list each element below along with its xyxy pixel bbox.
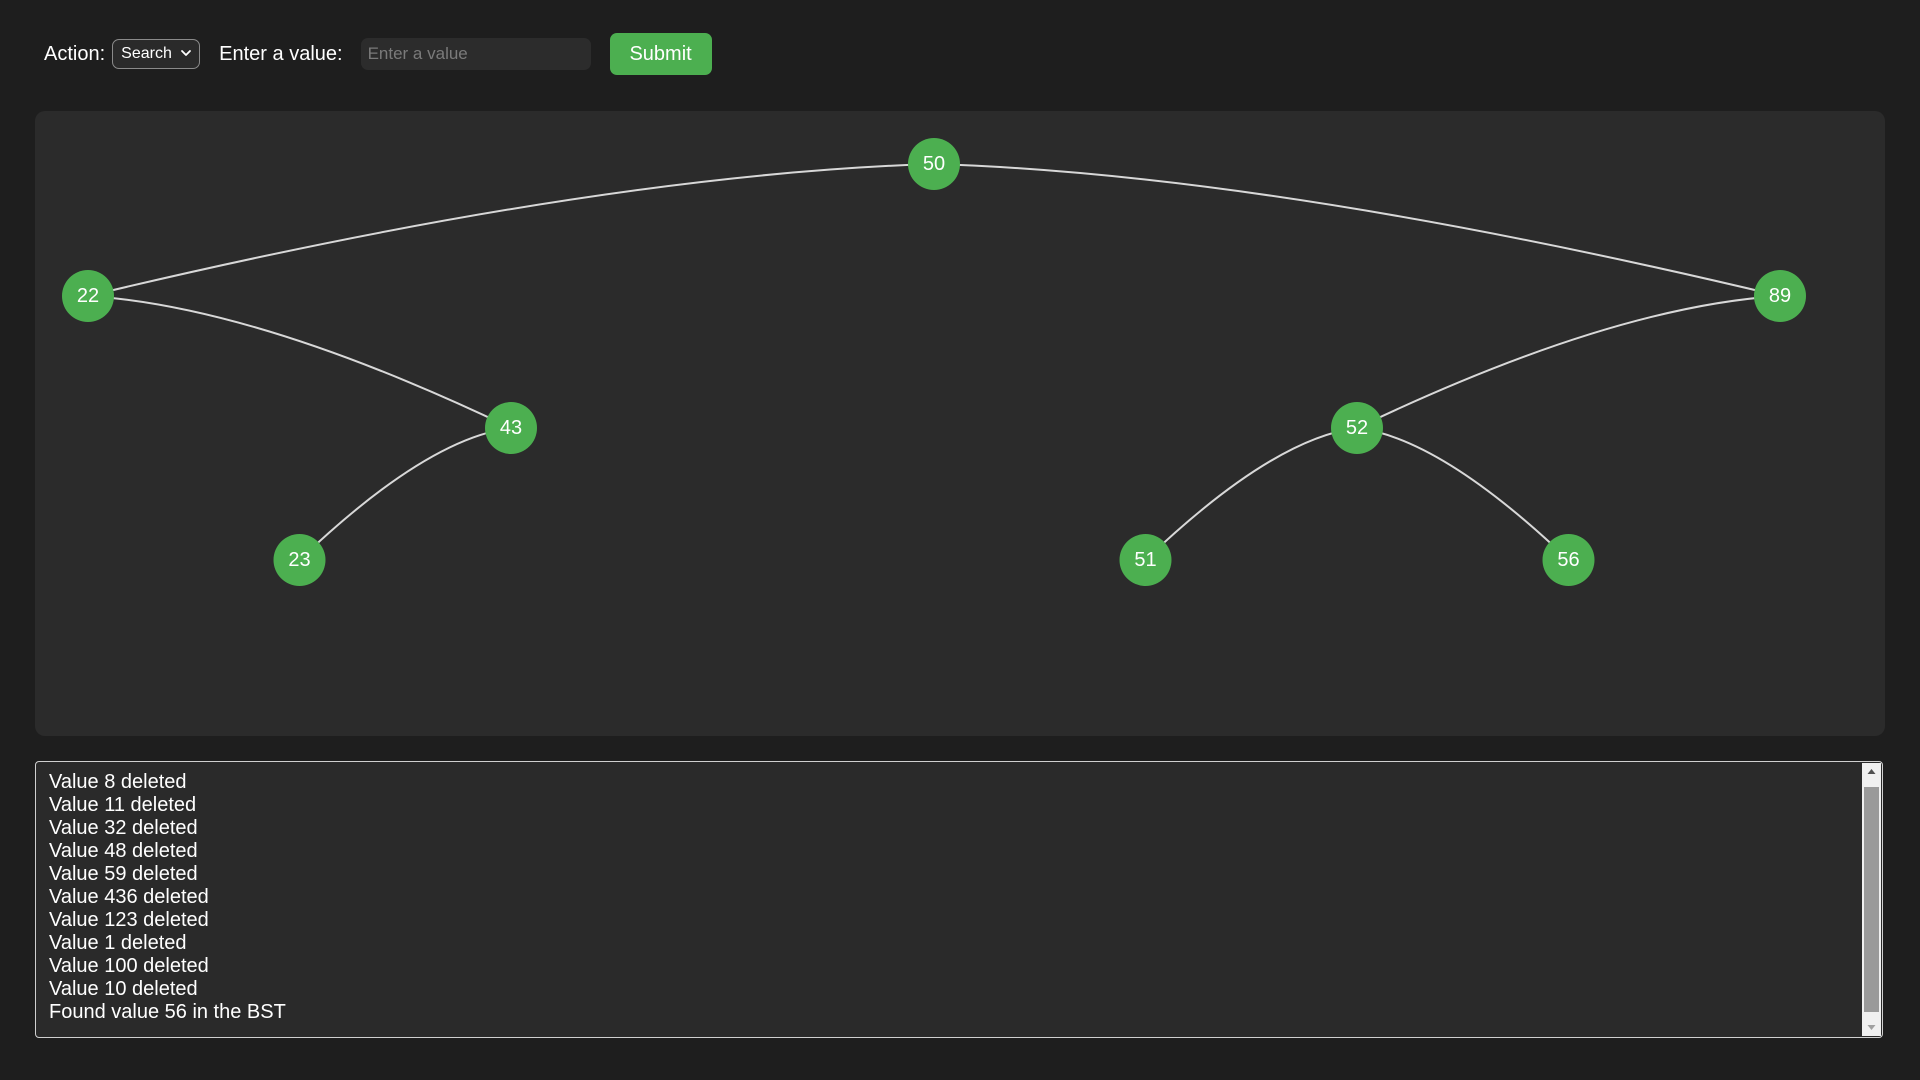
tree-node[interactable]: 89 <box>1754 270 1806 322</box>
log-line: Value 59 deleted <box>49 863 198 885</box>
scroll-up-arrow-icon[interactable] <box>1862 763 1881 780</box>
tree-edge <box>933 163 1781 297</box>
tree-edge <box>1144 427 1358 561</box>
tree-edge <box>87 295 512 429</box>
action-select-value: Search <box>121 45 172 62</box>
value-label: Enter a value: <box>219 42 343 65</box>
tree-node[interactable]: 51 <box>1119 534 1172 586</box>
controls-bar: Action: Search Enter a value: Submit <box>44 33 712 75</box>
bst-diagram: 50 22 43 23 89 52 51 56 <box>62 138 1806 586</box>
tree-node[interactable]: 22 <box>62 270 114 322</box>
tree-node[interactable]: 50 <box>908 138 960 190</box>
log-line: Value 100 deleted <box>49 955 209 977</box>
scroll-thumb[interactable] <box>1864 787 1879 1012</box>
log-line: Value 32 deleted <box>49 817 198 839</box>
value-input[interactable] <box>360 38 591 70</box>
log-line: Value 11 deleted <box>49 794 197 816</box>
tree-node-circle <box>1331 402 1383 454</box>
tree-node[interactable]: 43 <box>485 402 537 454</box>
tree-node-label: 43 <box>500 417 522 439</box>
tree-node-circle <box>1119 534 1172 586</box>
tree-node[interactable]: 23 <box>273 534 326 586</box>
tree-node-label: 56 <box>1557 549 1579 571</box>
tree-node-circle <box>62 270 114 322</box>
log-line: Value 48 deleted <box>49 840 198 862</box>
tree-edge <box>1356 295 1781 429</box>
action-label: Action: <box>44 42 106 65</box>
tree-edge <box>298 427 512 561</box>
log-line: Value 436 deleted <box>49 886 209 908</box>
log-line: Found value 56 in the BST <box>49 1001 286 1023</box>
tree-node-label: 52 <box>1346 417 1368 439</box>
chevron-down-icon <box>181 50 192 56</box>
log-line: Value 1 deleted <box>49 932 187 954</box>
tree-node-label: 51 <box>1134 549 1156 571</box>
tree-node-label: 23 <box>288 549 310 571</box>
scroll-down-arrow-icon[interactable] <box>1862 1019 1881 1036</box>
tree-node-circle <box>908 138 960 190</box>
tree-node-label: 50 <box>923 153 945 175</box>
log-line: Value 10 deleted <box>49 978 198 1000</box>
tree-node-circle <box>273 534 326 586</box>
tree-node-label: 22 <box>77 285 99 307</box>
tree-node-label: 89 <box>1769 285 1791 307</box>
tree-node[interactable]: 52 <box>1331 402 1383 454</box>
tree-edge <box>87 163 935 297</box>
tree-canvas: 50 22 43 23 89 52 51 56 <box>35 111 1885 736</box>
submit-button[interactable]: Submit <box>609 33 712 75</box>
action-select[interactable]: Search <box>112 39 201 69</box>
log-line: Value 123 deleted <box>49 909 209 931</box>
tree-node[interactable]: 56 <box>1542 534 1595 586</box>
log-line: Value 8 deleted <box>49 771 187 793</box>
tree-node-circle <box>485 402 537 454</box>
tree-node-circle <box>1542 534 1595 586</box>
tree-node-circle <box>1754 270 1806 322</box>
tree-edge <box>1356 427 1570 561</box>
log-scrollbar[interactable] <box>1862 763 1881 1036</box>
